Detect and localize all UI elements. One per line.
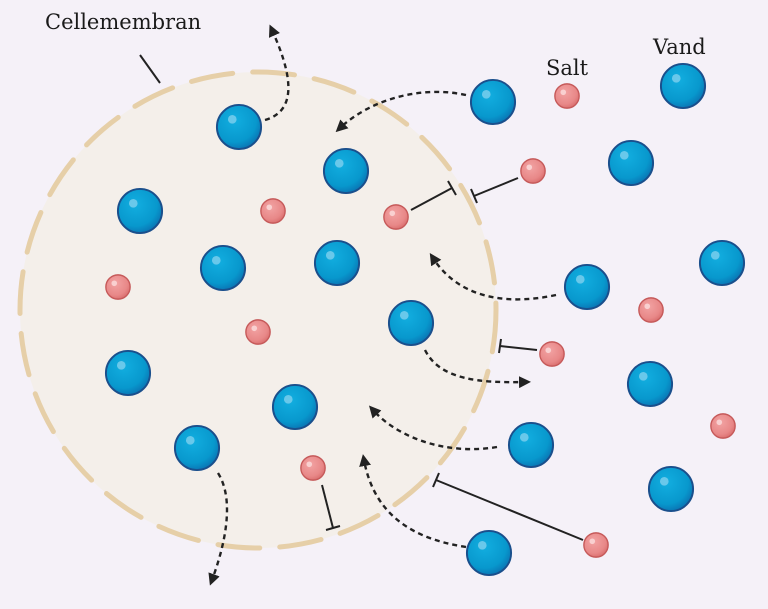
water-enter-arrow [368,405,498,451]
salt-ion [245,319,271,345]
water-molecule [313,239,361,287]
salt-label: Salt [546,56,589,80]
salt-ion [520,158,546,184]
water-molecule [465,529,513,577]
water-molecule [507,421,555,469]
salt-blocked-line [321,484,341,531]
salt-ion [710,413,736,439]
salt-blocked-line [498,338,538,354]
water-molecule [469,78,517,126]
salt-ion [539,341,565,367]
water-molecule [387,299,435,347]
water-molecule [626,360,674,408]
water-exit-arrow [264,24,290,122]
water-molecule [647,465,695,513]
water-molecule [607,139,655,187]
water-enter-arrow [429,252,557,301]
membrane-label: Cellemembran [45,10,201,34]
salt-blocked-line [410,180,457,211]
water-molecule [116,187,164,235]
salt-ion [554,83,580,109]
salt-ion [638,297,664,323]
water-molecule [215,103,263,151]
cell-membrane [17,69,499,551]
water-molecule [322,147,370,195]
water-molecule [698,239,746,287]
salt-ion [583,532,609,558]
water-label: Vand [652,35,706,59]
water-molecule [659,62,707,110]
salt-ion [105,274,131,300]
salt-ion [300,455,326,481]
water-exit-arrow [423,349,531,389]
water-molecule [271,383,319,431]
salt-blocked-line [470,177,519,204]
water-molecule [199,244,247,292]
salt-blocked-line [432,472,584,541]
water-molecule [104,349,152,397]
membrane-pointer-line [139,54,161,84]
salt-ion [260,198,286,224]
salt-ion [383,204,409,230]
water-exit-arrow [208,472,229,586]
water-molecule [173,424,221,472]
water-molecule [563,263,611,311]
water-enter-arrow [335,90,467,133]
